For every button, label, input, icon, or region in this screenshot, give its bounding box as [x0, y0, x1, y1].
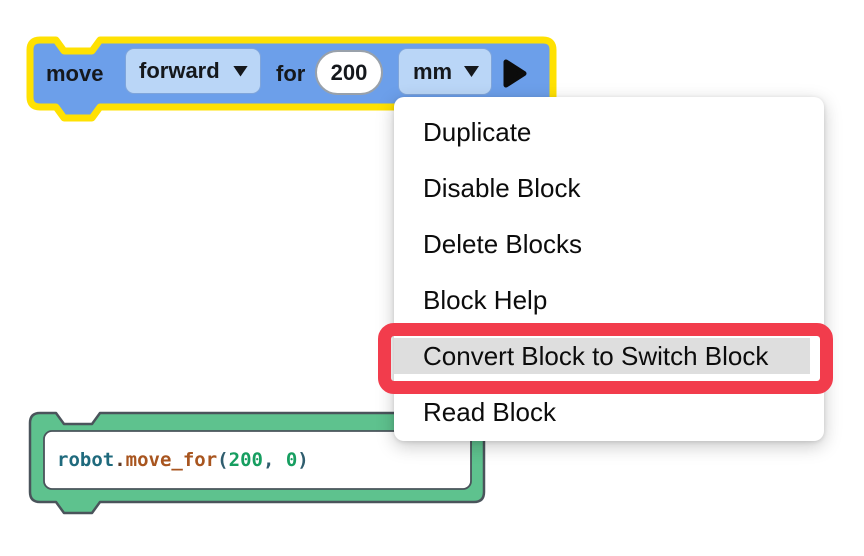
menu-item-label: Convert Block to Switch Block	[423, 340, 769, 371]
menu-item-delete-blocks[interactable]: Delete Blocks	[394, 216, 824, 272]
play-icon	[503, 59, 527, 88]
chevron-down-icon	[464, 66, 479, 77]
block-context-menu: Duplicate Disable Block Delete Blocks Bl…	[394, 97, 824, 441]
code-token: 200	[228, 449, 263, 471]
code-token: ,	[262, 449, 286, 471]
menu-item-hover-background	[394, 338, 810, 374]
menu-item-label: Read Block	[423, 396, 556, 427]
menu-item-label: Block Help	[423, 284, 548, 315]
menu-item-label: Disable Block	[423, 172, 581, 203]
distance-value: 200	[330, 59, 368, 85]
code-token: robot	[57, 449, 115, 471]
distance-input[interactable]: 200	[315, 50, 383, 95]
menu-item-label: Duplicate	[423, 116, 532, 147]
code-token: 0	[285, 449, 298, 471]
code-token: )	[297, 449, 309, 471]
menu-item-block-help[interactable]: Block Help	[394, 272, 824, 328]
run-block-button[interactable]	[501, 57, 529, 96]
move-block-label-move: move	[46, 61, 104, 86]
menu-item-label: Delete Blocks	[423, 228, 582, 259]
unit-dropdown[interactable]: mm	[398, 48, 492, 95]
menu-item-read-block[interactable]: Read Block	[394, 384, 824, 440]
unit-dropdown-value: mm	[413, 58, 453, 84]
menu-item-disable-block[interactable]: Disable Block	[394, 160, 824, 216]
code-token: .	[114, 449, 126, 471]
move-block-label-for: for	[276, 61, 306, 86]
code-block-text-area[interactable]	[43, 430, 472, 490]
code-token: move_for	[125, 449, 218, 471]
code-text: robot.move_for(200, 0)	[57, 449, 309, 471]
menu-item-duplicate[interactable]: Duplicate	[394, 104, 824, 160]
code-token: (	[217, 449, 229, 471]
direction-dropdown[interactable]: forward	[125, 48, 261, 94]
menu-item-convert-block-to-switch-block[interactable]: Convert Block to Switch Block	[394, 328, 824, 384]
direction-dropdown-value: forward	[139, 58, 220, 83]
chevron-down-icon	[233, 65, 248, 77]
